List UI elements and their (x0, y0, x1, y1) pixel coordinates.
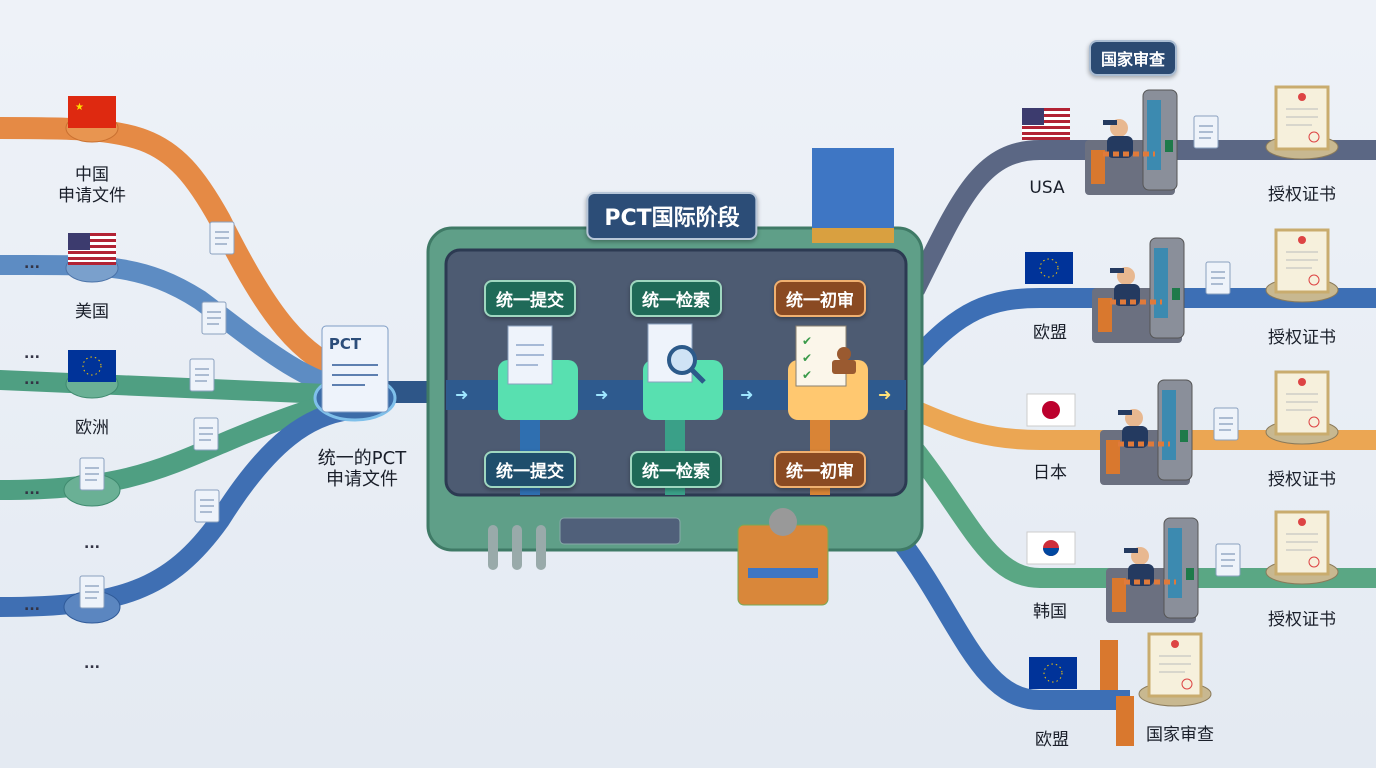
stage-submit-bottom-label: 统一提交 (484, 451, 576, 488)
stage-search-top-label: 统一检索 (630, 280, 722, 317)
lane-label-korea: 韩国 (1033, 602, 1067, 622)
svg-text:➜: ➜ (455, 385, 468, 404)
pct-hub (313, 325, 397, 422)
output-certificate-japan: 授权证书 (1268, 470, 1336, 490)
document-icon (507, 325, 553, 385)
source-label-europe: 欧洲 (75, 418, 109, 438)
ellipsis: ... (24, 256, 40, 272)
stage-search-bottom-label: 统一检索 (630, 451, 722, 488)
lane-label-japan: 日本 (1033, 463, 1067, 483)
pct-doc-text: PCT (328, 335, 362, 353)
output-certificate-usa: 授权证书 (1268, 185, 1336, 205)
stage-exam-bottom-label: 统一初审 (774, 451, 866, 488)
eu-flag (68, 350, 116, 382)
magnifier-icon (647, 323, 706, 384)
ellipsis: ... (24, 372, 40, 388)
lane-label-eu: 欧盟 (1033, 323, 1067, 343)
ellipsis: ... (24, 598, 40, 614)
national-review-badge: 国家审查 (1088, 40, 1178, 76)
usa-flag (68, 233, 116, 265)
svg-text:➜: ➜ (740, 385, 753, 404)
right-lanes (891, 140, 1376, 710)
ellipsis: ... (84, 656, 100, 672)
svg-text:✔: ✔ (802, 334, 812, 348)
pct-international-phase-title: PCT国际阶段 (586, 192, 758, 240)
ellipsis: ... (24, 482, 40, 498)
flow-arrows: ➜ ➜ ➜ ➜ (455, 385, 891, 404)
right-flags (1022, 108, 1077, 689)
source-label-china: 中国申请文件 (58, 165, 126, 206)
output-certificate-eu: 授权证书 (1268, 328, 1336, 348)
stage-exam-top-label: 统一初审 (774, 280, 866, 317)
svg-text:✔: ✔ (802, 368, 812, 382)
clipboard-stamp-icon: ✔ ✔ ✔ (795, 325, 856, 387)
source-label-usa: 美国 (75, 302, 109, 322)
stage-submit-top-label: 统一提交 (484, 280, 576, 317)
output-certificate-korea: 授权证书 (1268, 610, 1336, 630)
svg-text:➜: ➜ (878, 385, 891, 404)
ellipsis: ... (84, 536, 100, 552)
checkpoints (1085, 90, 1241, 746)
svg-text:★: ★ (75, 102, 84, 113)
svg-text:✔: ✔ (802, 351, 812, 365)
lane-label-usa: USA (1029, 178, 1065, 198)
lane-label-eu-2: 欧盟 (1035, 730, 1069, 750)
output-national-review: 国家审查 (1146, 725, 1214, 745)
svg-text:➜: ➜ (595, 385, 608, 404)
ellipsis: ... (24, 346, 40, 362)
china-flag: ★ (68, 96, 116, 128)
